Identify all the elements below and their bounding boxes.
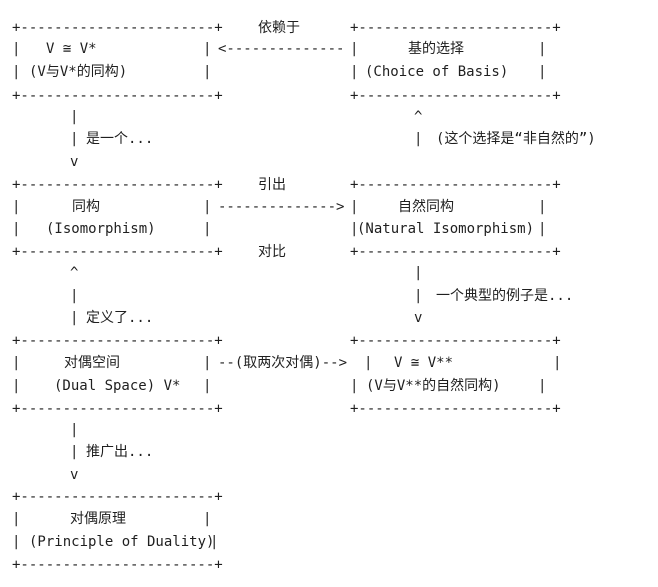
node-natural-isomorphism-subtitle: (Natural Isomorphism) bbox=[357, 221, 535, 237]
box-border: +-----------------------+ bbox=[350, 177, 561, 193]
box-border: | bbox=[538, 64, 547, 80]
box-border: | bbox=[203, 355, 212, 371]
box-border: | bbox=[210, 534, 219, 550]
edge-label-is-a: 是一个... bbox=[86, 131, 154, 147]
edge-label-generalizes: 推广出... bbox=[86, 444, 154, 460]
box-border: | bbox=[12, 534, 21, 550]
arrow-shaft: | bbox=[70, 444, 79, 460]
box-border: +-----------------------+ bbox=[12, 20, 223, 36]
box-border: | bbox=[364, 355, 373, 371]
box-border: | bbox=[350, 378, 359, 394]
box-border: | bbox=[350, 221, 359, 237]
arrow-shaft: | bbox=[414, 265, 423, 281]
edge-label-take-double-dual: --(取两次对偶)--> bbox=[218, 355, 348, 371]
arrow-shaft: | bbox=[70, 131, 79, 147]
box-border: | bbox=[538, 378, 547, 394]
edge-label-contrast: 对比 bbox=[258, 244, 286, 260]
node-choice-of-basis-title: 基的选择 bbox=[408, 41, 464, 57]
box-border: +-----------------------+ bbox=[12, 88, 223, 104]
box-border: +-----------------------+ bbox=[12, 557, 223, 573]
arrow-shaft: | bbox=[70, 288, 79, 304]
arrow-shaft: | bbox=[70, 422, 79, 438]
edge-label-depends-on: 依赖于 bbox=[258, 20, 300, 36]
box-border: | bbox=[538, 41, 547, 57]
box-border: | bbox=[12, 41, 21, 57]
arrow-shaft: | bbox=[414, 131, 423, 147]
arrow-right: --------------> bbox=[218, 199, 345, 215]
box-border: +-----------------------+ bbox=[350, 20, 561, 36]
node-v-iso-vstar-title: V ≅ V* bbox=[46, 41, 97, 57]
edge-label-non-natural-note: (这个选择是“非自然的”) bbox=[436, 131, 596, 147]
arrow-shaft: | bbox=[414, 288, 423, 304]
node-dual-space-title: 对偶空间 bbox=[64, 355, 120, 371]
box-border: +-----------------------+ bbox=[350, 401, 561, 417]
box-border: +-----------------------+ bbox=[12, 401, 223, 417]
arrow-shaft: | bbox=[70, 310, 79, 326]
box-border: | bbox=[203, 199, 212, 215]
edge-label-typical-example: 一个典型的例子是... bbox=[436, 288, 574, 304]
box-border: | bbox=[203, 64, 212, 80]
box-border: +-----------------------+ bbox=[12, 489, 223, 505]
box-border: | bbox=[553, 355, 562, 371]
arrow-shaft: | bbox=[70, 109, 79, 125]
box-border: +-----------------------+ bbox=[12, 333, 223, 349]
box-border: | bbox=[12, 511, 21, 527]
box-border: +-----------------------+ bbox=[350, 244, 561, 260]
box-border: | bbox=[350, 41, 359, 57]
box-border: +-----------------------+ bbox=[350, 88, 561, 104]
node-v-iso-vdoublestar-subtitle: (V与V**的自然同构) bbox=[366, 378, 501, 394]
box-border: | bbox=[203, 378, 212, 394]
box-border: +-----------------------+ bbox=[12, 177, 223, 193]
node-natural-isomorphism-title: 自然同构 bbox=[398, 199, 454, 215]
arrow-head-up: ^ bbox=[70, 265, 79, 281]
box-border: +-----------------------+ bbox=[12, 244, 223, 260]
box-border: | bbox=[12, 64, 21, 80]
node-v-iso-vstar-subtitle: (V与V*的同构) bbox=[29, 64, 128, 80]
box-border: | bbox=[12, 378, 21, 394]
edge-label-leads-to: 引出 bbox=[258, 177, 286, 193]
box-border: | bbox=[12, 355, 21, 371]
node-isomorphism-title: 同构 bbox=[72, 199, 100, 215]
arrow-left: <-------------- bbox=[218, 41, 345, 57]
box-border: | bbox=[203, 221, 212, 237]
node-choice-of-basis-subtitle: (Choice of Basis) bbox=[365, 64, 509, 80]
edge-label-defines: 定义了... bbox=[86, 310, 154, 326]
arrow-head-up: ^ bbox=[414, 109, 423, 125]
box-border: | bbox=[350, 64, 359, 80]
box-border: +-----------------------+ bbox=[350, 333, 561, 349]
arrow-head-down: v bbox=[70, 467, 79, 483]
arrow-head-down: v bbox=[414, 310, 423, 326]
box-border: | bbox=[12, 221, 21, 237]
arrow-head-down: v bbox=[70, 154, 79, 170]
node-v-iso-vdoublestar-title: V ≅ V** bbox=[394, 355, 454, 371]
box-border: | bbox=[350, 199, 359, 215]
node-principle-of-duality-title: 对偶原理 bbox=[70, 511, 126, 527]
box-border: | bbox=[203, 511, 212, 527]
box-border: | bbox=[538, 221, 547, 237]
box-border: | bbox=[203, 41, 212, 57]
box-border: | bbox=[538, 199, 547, 215]
node-principle-of-duality-subtitle: (Principle of Duality) bbox=[29, 534, 215, 550]
box-border: | bbox=[12, 199, 21, 215]
node-dual-space-subtitle: (Dual Space) V* bbox=[54, 378, 181, 394]
node-isomorphism-subtitle: (Isomorphism) bbox=[46, 221, 156, 237]
